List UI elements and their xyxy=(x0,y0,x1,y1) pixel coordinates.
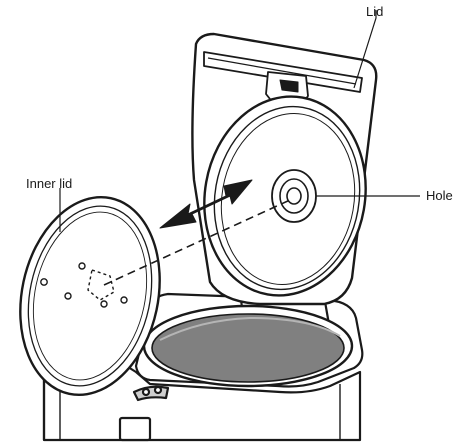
lid xyxy=(189,34,381,308)
inner-pot xyxy=(144,306,352,386)
lid-label: Lid xyxy=(366,4,383,19)
inner-lid-label: Inner lid xyxy=(26,176,72,191)
hole-label: Hole xyxy=(426,188,453,203)
